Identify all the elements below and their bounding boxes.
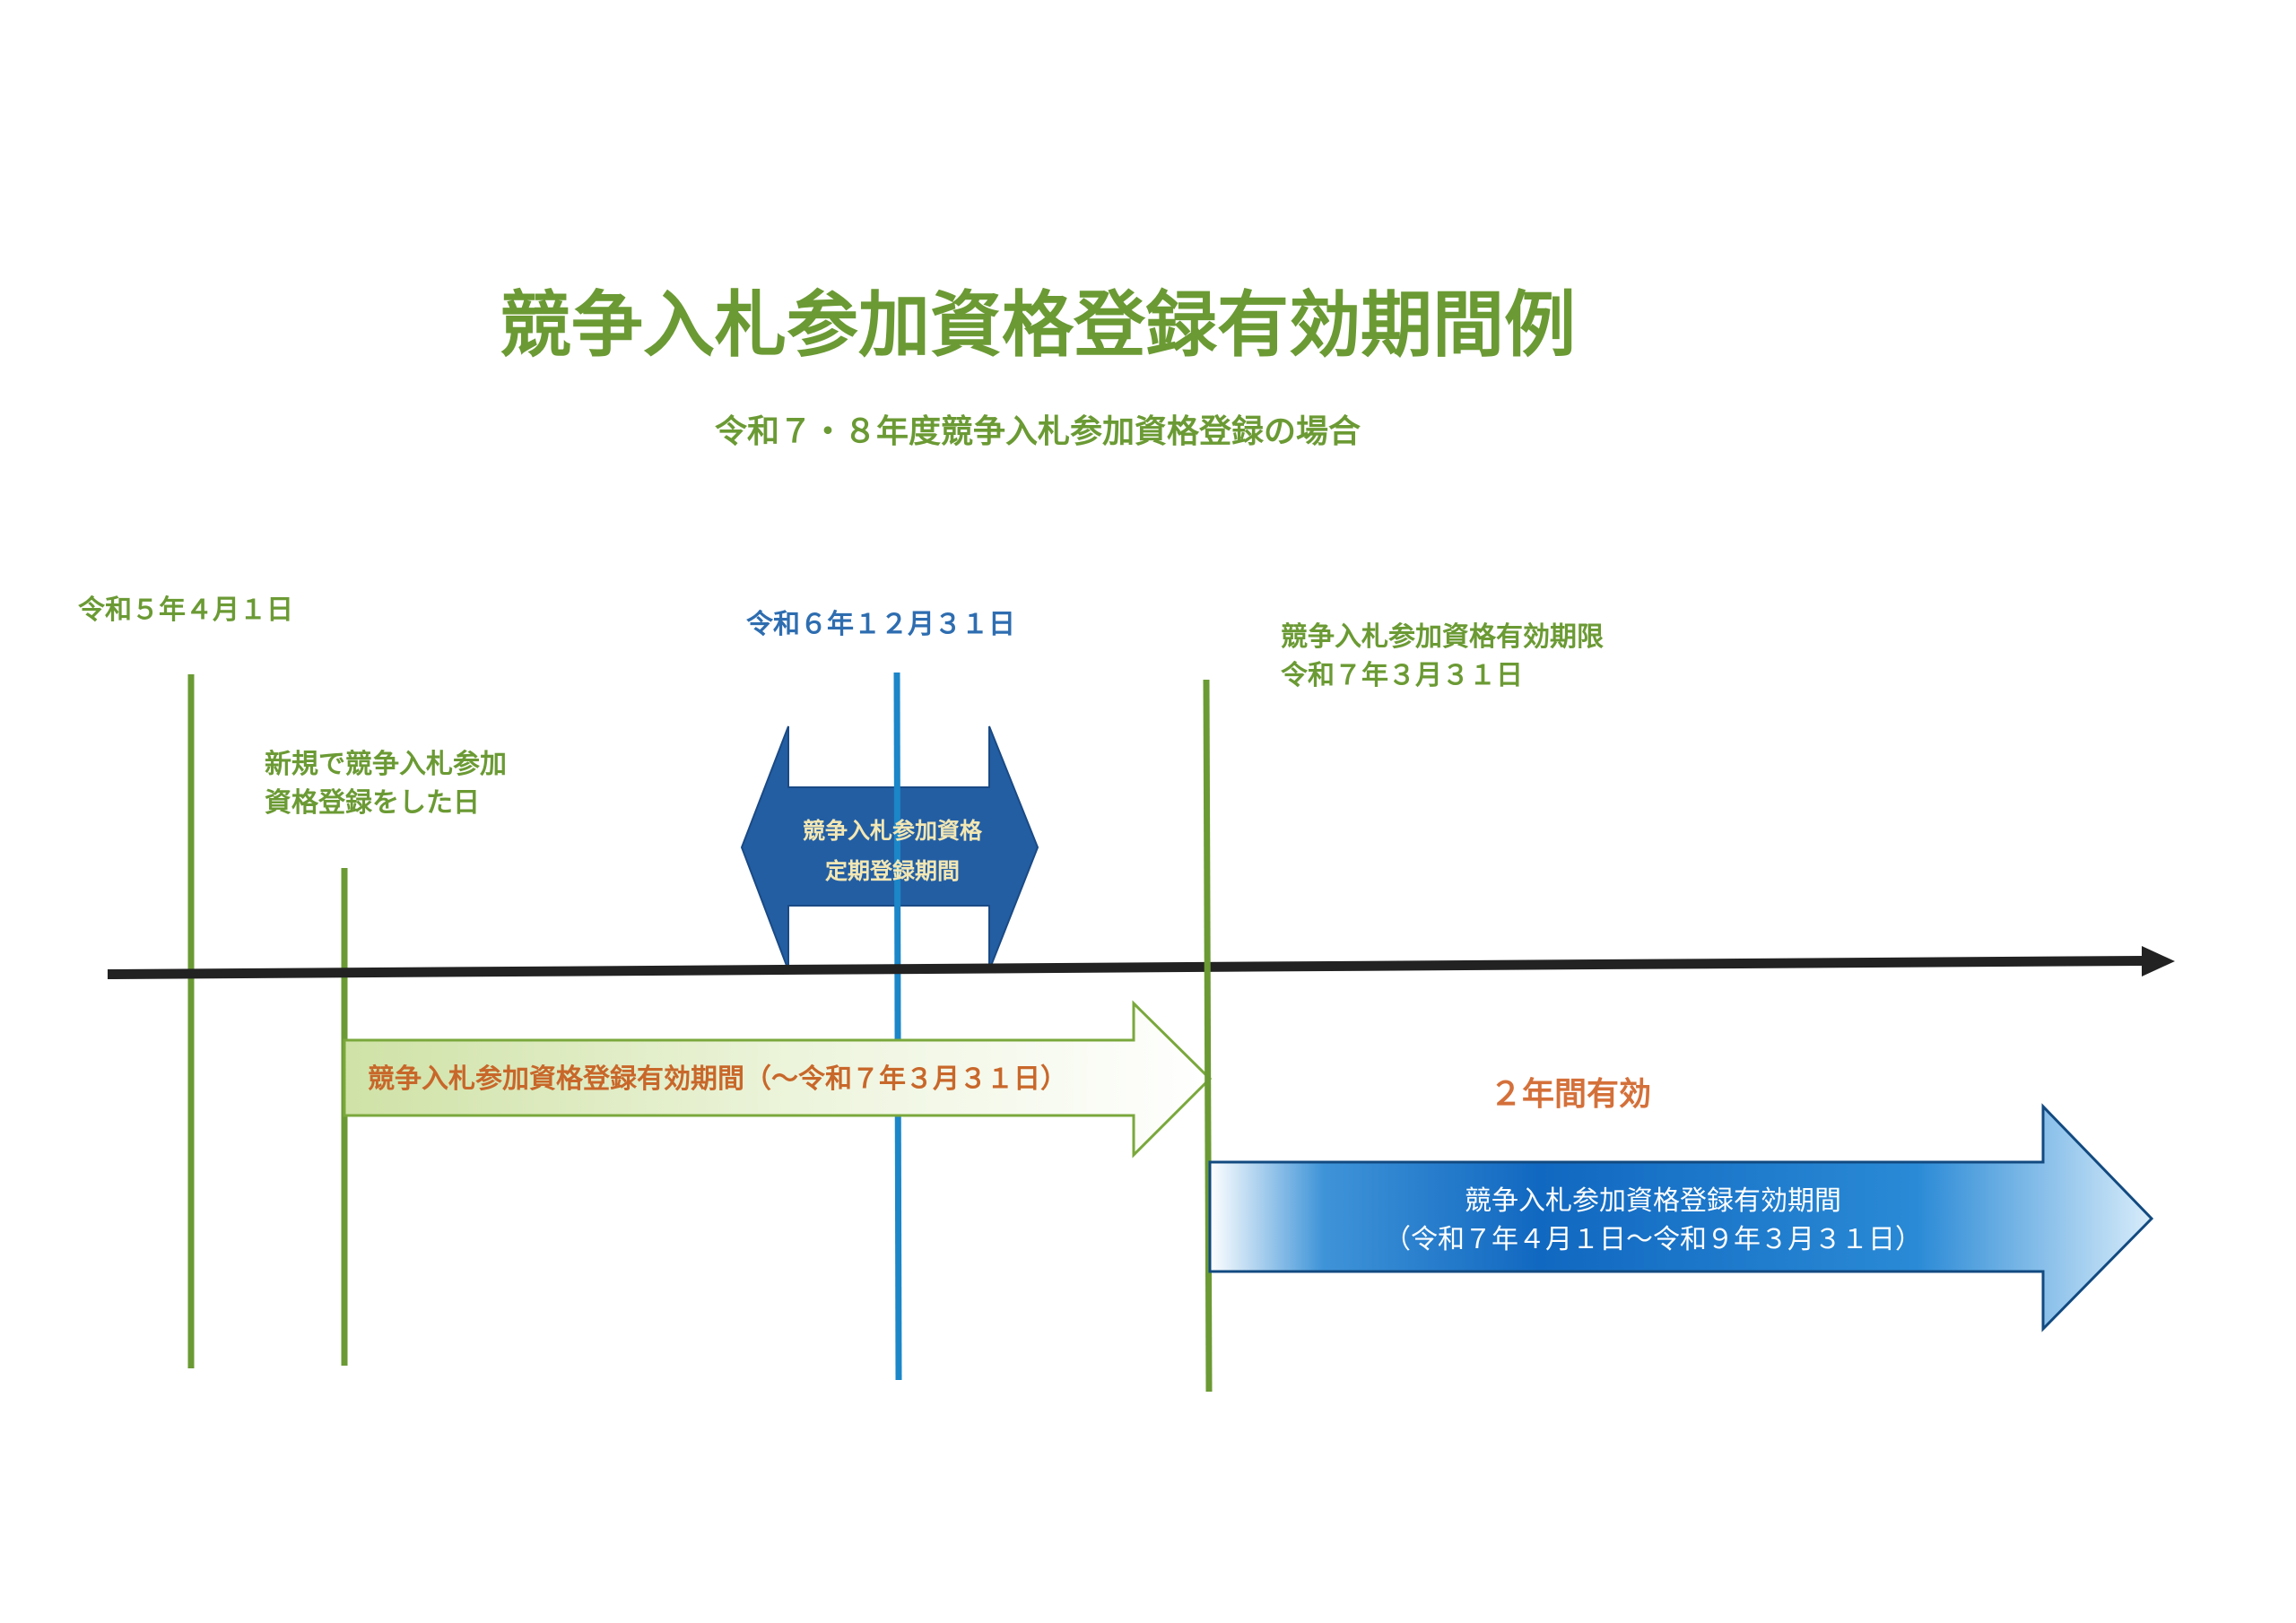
page-subtitle: 令和７・８年度競争入札参加資格登録の場合 <box>715 413 1361 450</box>
regular-period-box-line1: 競争入札参加資格 <box>803 818 983 844</box>
timeline-arrowhead-icon <box>2142 946 2175 976</box>
expiry-line <box>1203 679 1213 1393</box>
regular-period-line <box>893 672 902 1381</box>
current-period-arrow <box>343 1000 1213 1159</box>
new-registration-label-line2: 資格登録をした日 <box>265 787 480 819</box>
next-period-arrow <box>1208 1103 2154 1332</box>
next-period-arrow-line2: （令和７年４月１日～令和９年３月３１日） <box>1384 1224 1922 1255</box>
expiry-label-line2: 令和７年３月３１日 <box>1281 660 1523 691</box>
two-year-valid-label: ２年間有効 <box>1490 1076 1651 1113</box>
next-period-arrow-line1: 競争入札参加資格登録有効期間 <box>1465 1185 1841 1217</box>
start-date-label: 令和５年４月１日 <box>78 595 293 626</box>
new-registration-label-line1: 新規で競争入札参加 <box>265 749 507 780</box>
timeline-axis <box>108 956 2144 979</box>
expiry-label-line1: 競争入札参加資格有効期限 <box>1281 621 1604 653</box>
page-title: 競争入札参加資格登録有効期間例 <box>500 283 1576 367</box>
regular-period-box-line2: 定期登録期間 <box>825 858 960 884</box>
current-period-arrow-label: 競争入札参加資格登録有効期間（～令和７年３月３１日） <box>368 1063 1067 1095</box>
regular-period-double-arrow <box>740 725 1039 971</box>
regular-period-date-label: 令和６年１２月３１日 <box>746 609 1015 640</box>
